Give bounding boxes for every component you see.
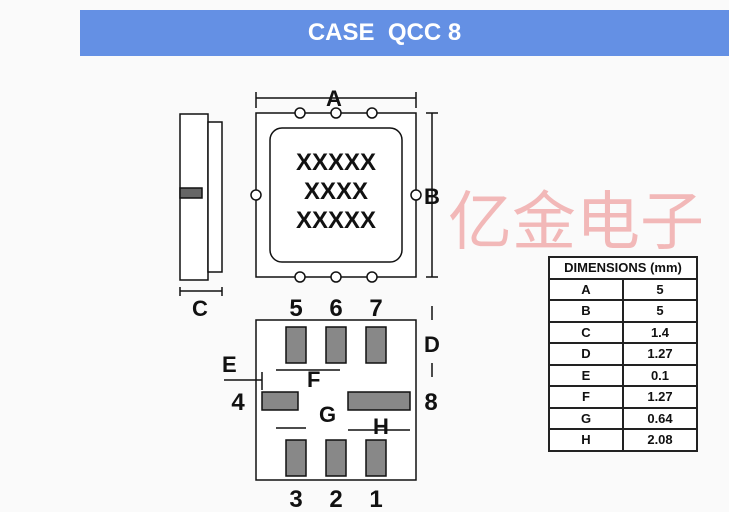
pin-2: 2 [329, 486, 342, 512]
value: 2.08 [622, 428, 698, 452]
value: 0.1 [622, 363, 698, 387]
value: 5 [622, 299, 698, 323]
dim: E [548, 363, 624, 387]
dim: C [548, 320, 624, 344]
dim: B [548, 299, 624, 323]
table-header: DIMENSIONS (mm) [548, 256, 698, 280]
dim: F [548, 385, 624, 409]
value: 5 [622, 277, 698, 301]
pin-4: 4 [231, 389, 245, 416]
side-view [179, 113, 223, 296]
dim: A [548, 277, 624, 301]
label-f: F [307, 367, 320, 392]
label-a: A [326, 86, 342, 111]
pin-6: 6 [329, 295, 342, 322]
label-c: C [192, 296, 208, 321]
value: 0.64 [622, 406, 698, 430]
label-e: E [222, 352, 237, 377]
marking-line-3: XXXXX [296, 207, 376, 234]
value: 1.27 [622, 385, 698, 409]
bottom-view [224, 306, 433, 481]
pin-7: 7 [369, 295, 382, 322]
top-view [250, 92, 438, 283]
label-d: D [424, 332, 440, 357]
dim: H [548, 428, 624, 452]
pin-1: 1 [369, 486, 382, 512]
page-title: CASE QCC 8 [307, 19, 462, 46]
label-b: B [424, 184, 440, 209]
marking-line-2: XXXX [304, 178, 368, 205]
pin-5: 5 [289, 295, 302, 322]
watermark: 亿金电子 [448, 186, 704, 260]
pin-3: 3 [289, 486, 302, 512]
value: 1.4 [622, 320, 698, 344]
title-banner: CASE QCC 8 [80, 10, 729, 56]
label-g: G [319, 402, 336, 427]
marking-line-1: XXXXX [296, 149, 376, 176]
dim: G [548, 406, 624, 430]
pin-8: 8 [424, 389, 437, 416]
label-h: H [373, 414, 389, 439]
value: 1.27 [622, 342, 698, 366]
dim: D [548, 342, 624, 366]
